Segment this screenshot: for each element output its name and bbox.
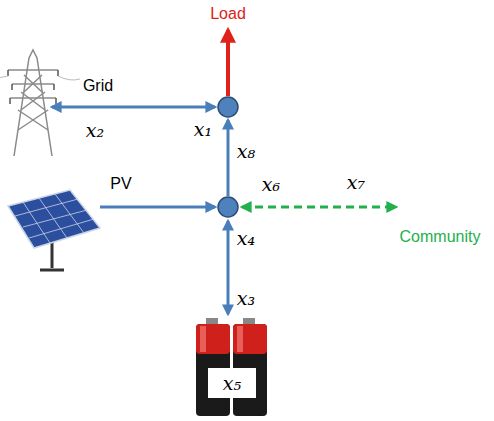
community-flow-arrow xyxy=(242,206,396,209)
panel-surface xyxy=(8,190,100,248)
battery-flow-arrow xyxy=(227,221,230,314)
variable-label: x₄ xyxy=(237,228,255,249)
junction-node xyxy=(218,197,238,217)
pv-label: PV xyxy=(110,175,131,193)
community-label: Community xyxy=(400,228,481,246)
grid-label: Grid xyxy=(83,77,113,95)
load-label: Load xyxy=(210,5,246,23)
grid-flow-arrow xyxy=(52,106,215,109)
battery-terminal xyxy=(206,318,218,324)
tower-legs xyxy=(14,50,52,156)
panel-grid xyxy=(15,194,94,243)
variable-label: x₈ xyxy=(237,141,255,162)
tower-wires xyxy=(0,76,80,80)
battery-icon xyxy=(196,318,267,416)
x8-flow-arrow xyxy=(227,120,230,196)
battery-cap xyxy=(233,324,267,354)
variable-label: x₇ xyxy=(347,172,365,193)
variable-label: x₅ xyxy=(223,373,241,394)
load-arrow xyxy=(226,30,230,96)
variable-label: x₂ xyxy=(86,120,104,141)
battery-label-band xyxy=(208,368,256,398)
battery-shine xyxy=(237,326,243,352)
variable-label: x₆ xyxy=(262,174,280,195)
junction-node xyxy=(218,97,238,117)
tower-crossarms xyxy=(8,70,58,98)
battery-terminal xyxy=(243,318,255,324)
pv-flow-arrow xyxy=(100,206,215,209)
variable-label: x₃ xyxy=(237,288,255,309)
battery-cap xyxy=(196,324,230,354)
variable-label: x₁ xyxy=(194,119,212,140)
tower-insulators xyxy=(8,70,58,104)
grid-tower-icon xyxy=(0,50,80,156)
battery-shine xyxy=(200,326,206,352)
pv-panel-icon xyxy=(8,190,100,270)
